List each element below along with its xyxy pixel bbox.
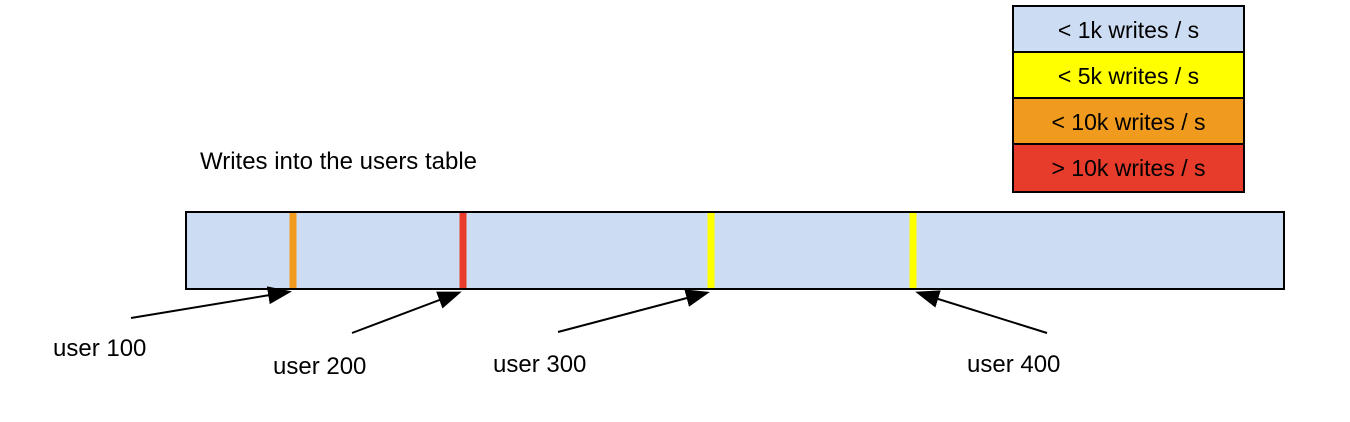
label-user-200: user 200 [273, 353, 367, 380]
arrow-user-100 [130, 286, 292, 319]
arrow-user-300 [557, 289, 710, 333]
write-marker-user-400 [909, 213, 917, 288]
label-user-400: user 400 [967, 351, 1061, 378]
arrow-user-400 [915, 290, 1048, 334]
write-marker-user-300 [707, 213, 715, 288]
legend-item-0: < 1k writes / s [1014, 7, 1243, 53]
arrow-user-200 [351, 291, 462, 334]
write-rate-legend: < 1k writes / s< 5k writes / s< 10k writ… [1012, 5, 1245, 193]
write-marker-user-100 [289, 213, 297, 288]
label-user-300: user 300 [493, 351, 587, 378]
legend-item-2: < 10k writes / s [1014, 99, 1243, 145]
legend-item-1: < 5k writes / s [1014, 53, 1243, 99]
legend-item-3: > 10k writes / s [1014, 145, 1243, 191]
label-user-100: user 100 [53, 335, 147, 362]
users-table-bar [185, 211, 1285, 290]
diagram-title: Writes into the users table [200, 148, 478, 175]
write-marker-user-200 [459, 213, 467, 288]
